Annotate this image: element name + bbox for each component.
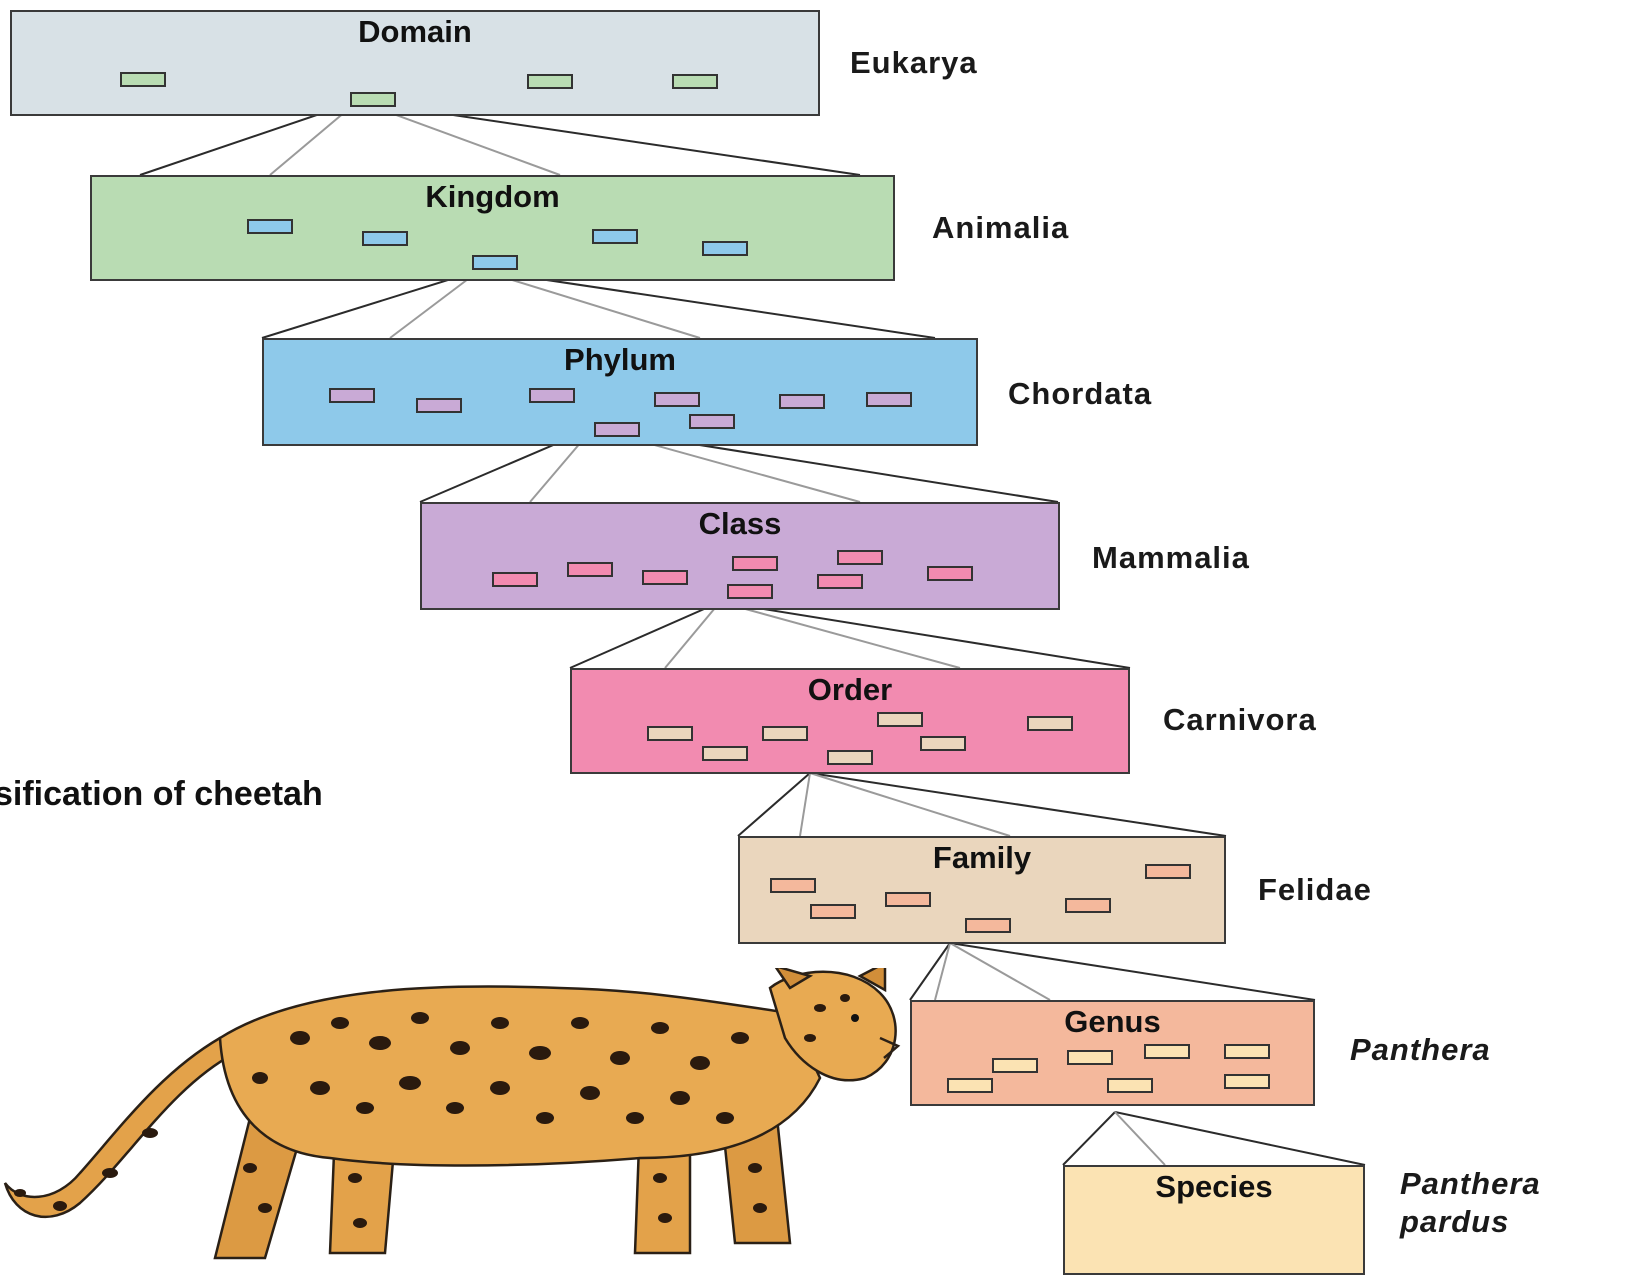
phylum-taxon-label: Chordata [1008,376,1152,412]
phylum-member-box [416,398,462,413]
family-taxon-label: Felidae [1258,872,1372,908]
family-member-box [810,904,856,919]
class-box: Class [420,502,1060,610]
kingdom-member-box [592,229,638,244]
genus-member-box [1107,1078,1153,1093]
order-rank-label: Order [572,672,1128,708]
genus-member-box [1144,1044,1190,1059]
kingdom-member-box [472,255,518,270]
phylum-member-box [654,392,700,407]
family-member-box [1145,864,1191,879]
class-member-box [492,572,538,587]
domain-member-box [527,74,573,89]
class-member-box [732,556,778,571]
order-taxon-label: Carnivora [1163,702,1317,738]
phylum-member-box [329,388,375,403]
species-taxon-label: Panthera pardus [1400,1165,1541,1241]
class-member-box [567,562,613,577]
phylum-member-box [594,422,640,437]
class-member-box [642,570,688,585]
domain-member-box [120,72,166,87]
kingdom-member-box [247,219,293,234]
family-member-box [1065,898,1111,913]
family-member-box [885,892,931,907]
phylum-member-box [689,414,735,429]
species-box: Species [1063,1165,1365,1275]
phylum-member-box [529,388,575,403]
order-member-box [647,726,693,741]
domain-taxon-label: Eukarya [850,45,978,81]
family-member-box [770,878,816,893]
genus-rank-label: Genus [912,1004,1313,1040]
class-taxon-label: Mammalia [1092,540,1250,576]
leopard-illustration [0,968,910,1268]
kingdom-member-box [362,231,408,246]
order-member-box [762,726,808,741]
class-member-box [727,584,773,599]
domain-member-box [350,92,396,107]
diagram-caption: sification of cheetah [0,775,323,814]
order-member-box [1027,716,1073,731]
genus-member-box [992,1058,1038,1073]
genus-member-box [1067,1050,1113,1065]
genus-member-box [1224,1044,1270,1059]
genus-member-box [1224,1074,1270,1089]
species-taxon-line2: pardus [1400,1203,1541,1241]
genus-box: Genus [910,1000,1315,1106]
species-taxon-line1: Panthera [1400,1165,1541,1203]
class-member-box [927,566,973,581]
kingdom-box: Kingdom [90,175,895,281]
domain-box: Domain [10,10,820,116]
class-rank-label: Class [422,506,1058,542]
species-rank-label: Species [1065,1169,1363,1205]
family-box: Family [738,836,1226,944]
kingdom-member-box [702,241,748,256]
phylum-member-box [866,392,912,407]
phylum-rank-label: Phylum [264,342,976,378]
family-member-box [965,918,1011,933]
class-member-box [837,550,883,565]
class-member-box [817,574,863,589]
order-member-box [877,712,923,727]
genus-member-box [947,1078,993,1093]
genus-taxon-label: Panthera [1350,1032,1491,1068]
order-member-box [827,750,873,765]
phylum-box: Phylum [262,338,978,446]
kingdom-taxon-label: Animalia [932,210,1069,246]
order-member-box [920,736,966,751]
order-box: Order [570,668,1130,774]
domain-member-box [672,74,718,89]
kingdom-rank-label: Kingdom [92,179,893,215]
phylum-member-box [779,394,825,409]
domain-rank-label: Domain [12,14,818,50]
order-member-box [702,746,748,761]
